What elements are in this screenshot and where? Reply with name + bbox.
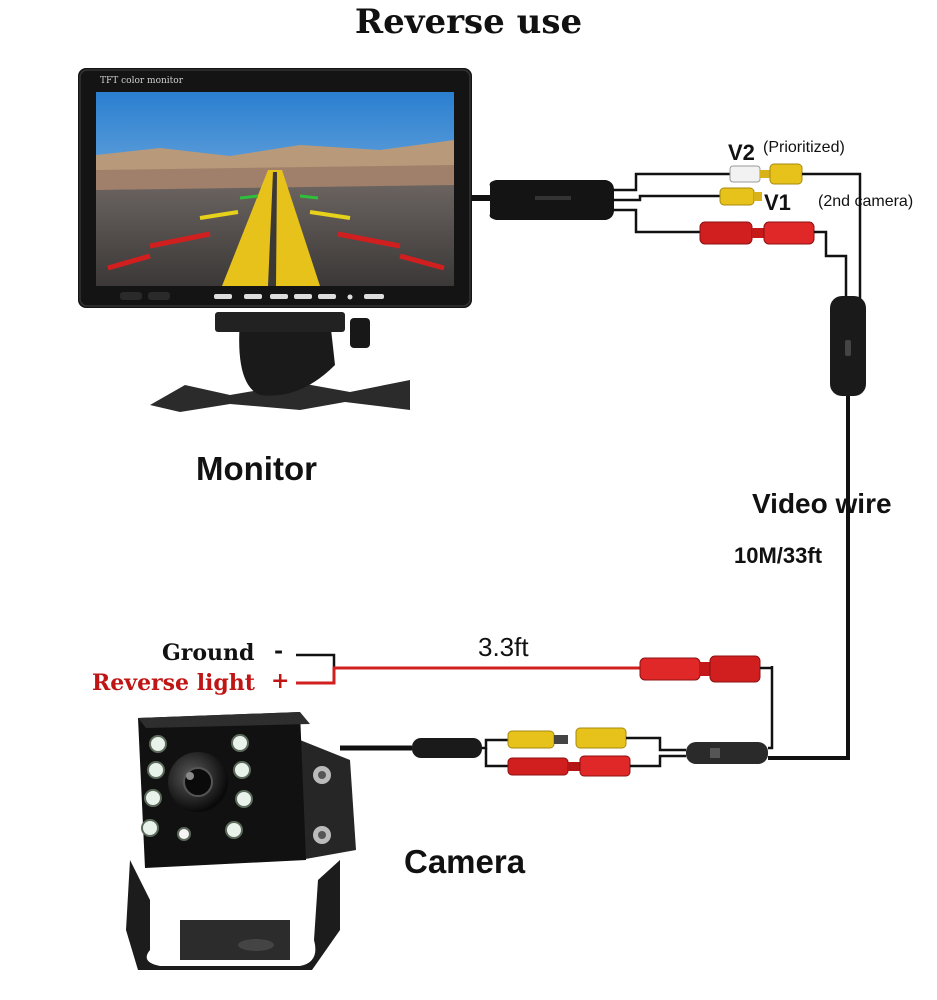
camera-harness [340,666,774,777]
power-button [364,294,384,299]
camera [126,712,356,970]
reverse-light-label: Reverse light [92,670,255,696]
monitor-stand-knob [350,318,370,348]
camera-label: Camera [404,843,526,880]
v2-connector [729,163,862,300]
power-led [347,294,353,300]
button-v1v2 [214,294,232,299]
power-lead [296,653,772,685]
v2-label: V2 [728,140,755,165]
monitor: TFT color monitor [78,68,472,412]
button-minus [294,294,312,299]
monitor-stand-base [150,380,410,412]
monitor-bezel-text: TFT color monitor [100,76,184,86]
v1-label: V1 [764,190,791,215]
monitor-screen [96,92,454,286]
power-lead-length: 3.3ft [478,632,529,662]
camera-ir-leds [141,734,253,841]
video-wire-length: 10M/33ft [734,543,823,568]
button-menu [270,294,288,299]
monitor-stand-mount [215,312,345,332]
monitor-stand-neck [239,320,335,396]
reverse-light-sign: + [271,668,290,694]
video-wire-line [768,396,850,760]
button-plus [318,294,336,299]
camera-side-mount [300,740,356,860]
camera-bracket [126,860,340,970]
video-wire-label: Video wire [752,488,892,519]
monitor-button-row [120,292,384,300]
monitor-label: Monitor [196,450,317,487]
v2-prioritized-note: (Prioritized) [763,139,845,156]
v1-connector [719,187,762,206]
button-mode [244,294,262,299]
ground-sign: - [274,638,284,664]
page-title: Reverse use [354,2,583,42]
second-camera-note: (2nd camera) [818,193,914,210]
monitor-power-connector [699,221,848,300]
ground-label: Ground [162,640,255,666]
monitor-harness [472,163,866,396]
